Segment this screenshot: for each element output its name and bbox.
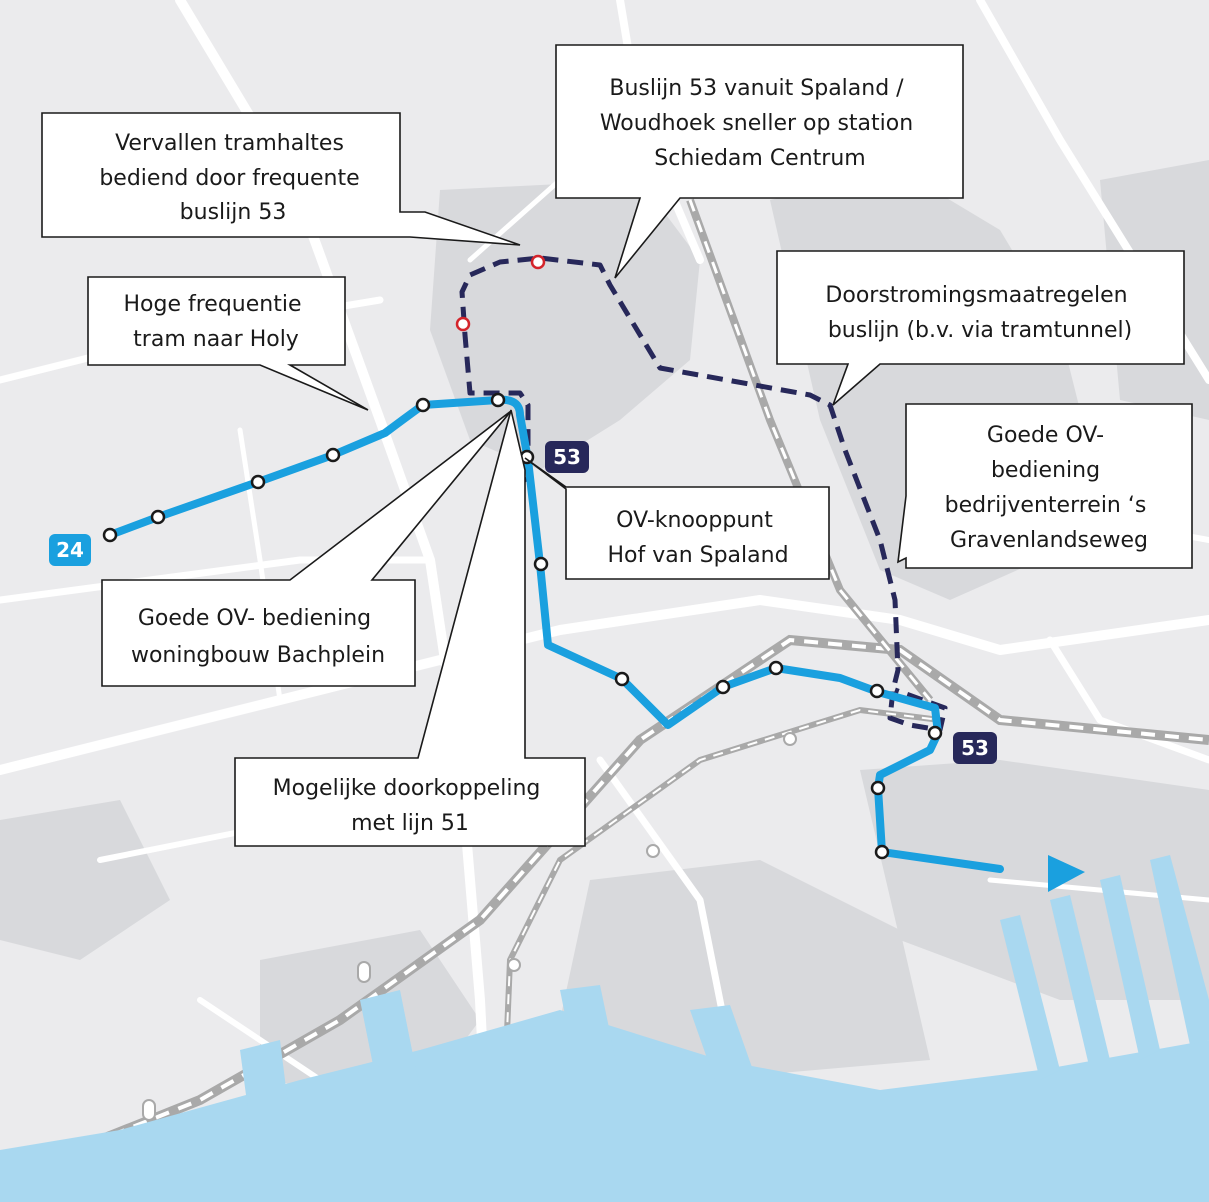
- callout-line: bediend door frequente: [99, 166, 359, 191]
- callout-high-frequency-text: Hoge frequentie tram naar Holy: [124, 292, 309, 352]
- removed-tram-stop: [455, 316, 471, 332]
- tram-stop: [614, 671, 630, 687]
- tram-stop: [927, 725, 943, 741]
- rail-station: [142, 1099, 156, 1121]
- callout-bachplein: [101, 410, 512, 687]
- tram-stop: [250, 474, 266, 490]
- callout-hub: [524, 457, 830, 580]
- callout-line: bediening: [991, 458, 1100, 483]
- harbour-basin: [1100, 875, 1160, 1060]
- rail-station: [507, 958, 521, 972]
- callouts: [41, 44, 1193, 847]
- tram-24-badge-bg: [49, 534, 91, 566]
- callout-line: tram naar Holy: [133, 327, 299, 352]
- harbour-basin: [240, 1040, 290, 1125]
- tram-stop: [533, 556, 549, 572]
- rail-station: [357, 961, 371, 983]
- rail-track-dash: [499, 708, 941, 1202]
- callout-line51: [234, 409, 586, 847]
- callout-bus53-faster-text: Buslijn 53 vanuit Spaland / Woudhoek sne…: [600, 76, 920, 171]
- bus-line-53-route: [459, 255, 948, 733]
- callout-line: buslijn (b.v. via tramtunnel): [828, 318, 1132, 343]
- bus-53-badge-top-label: 53: [553, 445, 581, 469]
- harbour-basin: [560, 985, 620, 1090]
- bus-53-badge-bottom-bg: [953, 732, 997, 764]
- harbour-basin: [1000, 915, 1060, 1080]
- callout-line: Doorstromingsmaatregelen: [825, 283, 1127, 308]
- removed-tram-stops: [455, 254, 546, 332]
- tram-stop: [490, 392, 506, 408]
- callout-line: Schiedam Centrum: [654, 146, 865, 171]
- callout-high-frequency: [87, 276, 369, 411]
- callout-removed-stops: [41, 112, 521, 246]
- land-block: [560, 860, 930, 1080]
- callout-throughflow: [776, 250, 1185, 406]
- callout-line: Buslijn 53 vanuit Spaland /: [609, 76, 904, 101]
- callout-hub-text: OV-knooppunt Hof van Spaland: [607, 508, 788, 568]
- bus-53-badge-top-bg: [545, 441, 589, 473]
- harbour-basin: [1150, 855, 1209, 1045]
- land-block: [0, 800, 170, 960]
- road: [1046, 636, 1209, 764]
- tram-stop: [325, 447, 341, 463]
- water: [0, 855, 1209, 1202]
- callout-line: Hof van Spaland: [607, 543, 788, 568]
- bus-53-badge-top: 53: [545, 441, 589, 473]
- harbour-basin: [690, 1005, 760, 1095]
- callout-line51-text: Mogelijke doorkoppeling met lijn 51: [273, 776, 548, 836]
- callout-line: buslijn 53: [180, 200, 287, 225]
- tram-stop: [869, 683, 885, 699]
- callout-line: met lijn 51: [351, 811, 469, 836]
- tram-line-24-route: [106, 395, 1004, 873]
- harbour-basin: [1050, 895, 1110, 1070]
- bus-53-badge-bottom-label: 53: [961, 736, 989, 760]
- callout-line: Vervallen tramhaltes: [115, 131, 344, 156]
- tram-stops: [102, 392, 943, 860]
- tram-direction-arrow: [1048, 855, 1085, 892]
- rail-track-dash: [688, 199, 932, 701]
- callout-texts: Vervallen tramhaltes bediend door freque…: [99, 76, 1154, 836]
- callout-throughflow-text: Doorstromingsmaatregelen buslijn (b.v. v…: [825, 283, 1134, 343]
- tram-stop: [102, 527, 118, 543]
- tram-stop: [870, 780, 886, 796]
- river: [0, 1010, 1209, 1202]
- road: [467, 177, 563, 263]
- tram-stop: [415, 397, 431, 413]
- callout-line: bedrijventerrein ‘s: [945, 493, 1147, 518]
- callout-line: woningbouw Bachplein: [131, 643, 385, 668]
- rail-stations: [142, 732, 797, 1121]
- rail-station: [646, 844, 660, 858]
- callout-line: OV-knooppunt: [616, 508, 773, 533]
- removed-tram-stop: [530, 254, 546, 270]
- tram-24-badge-label: 24: [56, 538, 84, 562]
- callout-removed-stops-text: Vervallen tramhaltes bediend door freque…: [99, 131, 366, 225]
- tram-stop: [874, 844, 890, 860]
- callout-business-park-text: Goede OV- bediening bedrijventerrein ‘s …: [945, 423, 1154, 553]
- bus-53-badge-bottom: 53: [953, 732, 997, 764]
- callout-line: Goede OV-: [987, 423, 1104, 448]
- tram-stop: [715, 679, 731, 695]
- callout-line: Gravenlandseweg: [950, 528, 1148, 553]
- tram-stop: [150, 509, 166, 525]
- callout-bachplein-text: Goede OV- bediening woningbouw Bachplein: [131, 606, 385, 668]
- callout-line: Mogelijke doorkoppeling: [273, 776, 541, 801]
- callout-bus53-faster: [555, 44, 964, 279]
- rail-station: [783, 732, 797, 746]
- callout-line: Goede OV- bediening: [138, 606, 371, 631]
- tram-stop: [768, 660, 784, 676]
- callout-business-park: [897, 403, 1193, 569]
- tram-24-badge: 24: [49, 534, 91, 566]
- harbour-basin: [360, 990, 420, 1100]
- callout-line: Woudhoek sneller op station: [600, 111, 913, 136]
- callout-line: Hoge frequentie: [124, 292, 302, 317]
